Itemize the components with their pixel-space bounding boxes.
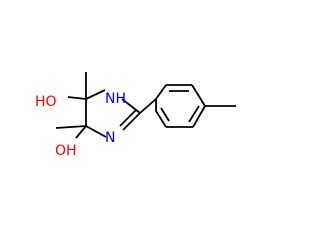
bond-ar1-ar2 [155, 84, 167, 100]
structure-canvas: HO NH N OH [35, 72, 236, 159]
atom-label-oh-top: HO [35, 94, 57, 110]
atom-label-n: N [105, 130, 115, 146]
atom-label-oh-bottom: OH [55, 143, 77, 159]
bond-ar3-ar4 [191, 84, 206, 107]
atom-label-nh: NH [105, 91, 126, 107]
bond-c2-n3-double [119, 109, 137, 127]
bond-ar6-ar1 [155, 110, 167, 128]
bond-c5-oh [67, 96, 87, 100]
bond-c5-n1 [85, 89, 106, 100]
bond-n3-c4 [85, 125, 107, 138]
bond-ar6-ar1-double [160, 107, 170, 122]
bond-n1-c2 [121, 98, 141, 114]
bond-ar4-ar5-double [188, 105, 200, 123]
bond-c2-n3 [122, 112, 141, 131]
bond-ar4-ar5 [192, 105, 206, 128]
bond-c4-oh [75, 125, 87, 139]
bond-c4-methyl [55, 125, 87, 129]
molecule-diagram: HO NH N OH [35, 72, 236, 159]
bond-c2-aryl [139, 98, 157, 114]
